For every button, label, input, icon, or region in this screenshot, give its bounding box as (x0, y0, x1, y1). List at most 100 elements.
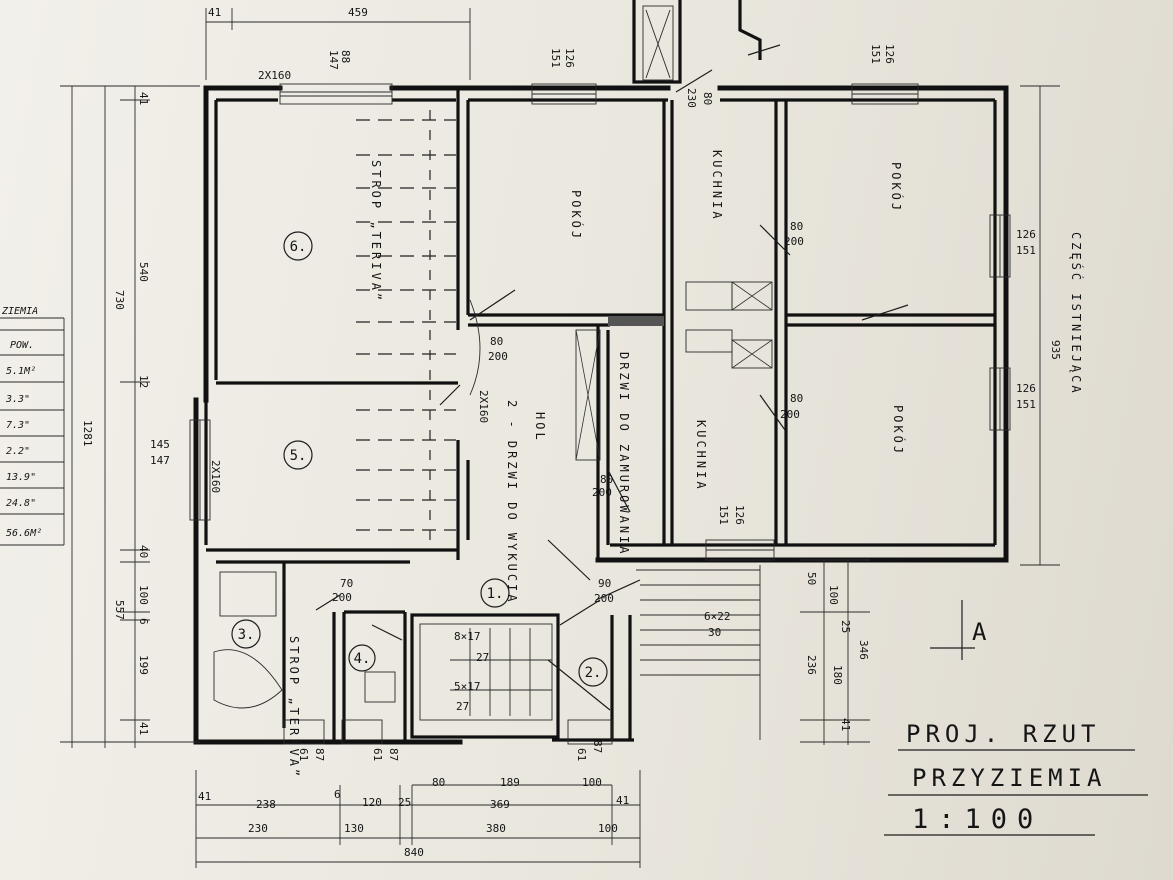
doors (315, 44, 909, 641)
dim-top-459: 459 (348, 6, 368, 19)
dim-door-90: 90 (598, 577, 611, 590)
slab-label-room-3: STROP „TERIVA” (287, 636, 301, 779)
room-label-hol: HOL (533, 412, 547, 443)
dim-stair-5x17: 5×17 (454, 680, 481, 693)
dim-left-40: 40 (137, 545, 150, 558)
dim-stair-30: 30 (708, 626, 721, 639)
dim-bottom-100b: 100 (598, 822, 618, 835)
dim-left-41b: 41 (137, 722, 150, 735)
room-labels: 6. 5. 1. 2. 3. 4. POKÓJ POKÓJ POKÓJ KUCH… (238, 150, 1084, 779)
dim-stair-27b: 27 (456, 700, 469, 713)
stairs (450, 565, 761, 740)
dim-bottom-41b: 41 (616, 794, 629, 807)
fixtures (213, 571, 396, 709)
legend-row-2: 7.3" (6, 420, 30, 431)
dim-sill-87c: 87 (591, 740, 604, 753)
dimension-texts: 41 459 147 88 2X160 151 126 230 80 151 1… (81, 6, 1062, 859)
dim-top-126b: 126 (883, 44, 896, 64)
dim-right-126b: 126 (1016, 382, 1036, 395)
windows (189, 83, 1011, 745)
dimension-lines (60, 8, 1060, 868)
dim-bottom-189: 189 (500, 776, 520, 789)
dim-stair-27a: 27 (476, 651, 489, 664)
dim-top-147: 147 (327, 50, 340, 70)
dim-r-25: 25 (839, 620, 852, 633)
note-door-bricked: DRZWI DO ZAMUROWANIA (617, 352, 631, 557)
dim-bottom-25: 25 (398, 796, 411, 809)
dim-sill-87a: 87 (313, 748, 326, 761)
dim-door-70: 70 (340, 577, 353, 590)
dim-top-230: 230 (685, 88, 698, 108)
legend-row-4: 13.9" (6, 472, 36, 483)
dim-sill-61a: 61 (297, 748, 310, 761)
dim-bottom-238: 238 (256, 798, 276, 811)
legend-row-5: 24.8" (6, 498, 36, 509)
slab-label-room-6: STROP „TERIVA” (369, 160, 383, 303)
slab-lines (356, 110, 456, 540)
room-label-kuchnia-2: KUCHNIA (694, 420, 708, 492)
dim-top-41: 41 (208, 6, 221, 19)
dim-bottom-6: 6 (334, 788, 341, 801)
dim-bottom-100a: 100 (582, 776, 602, 789)
legend-table (0, 317, 65, 546)
dim-r-50: 50 (805, 572, 818, 585)
dim-left-41a: 41 (137, 92, 150, 105)
walls (193, 0, 1009, 745)
room-label-pokoj-2: POKÓJ (889, 162, 904, 213)
room-label-kuchnia-1: KUCHNIA (710, 150, 724, 222)
dim-bottom-130: 130 (344, 822, 364, 835)
dim-door-80b: 80 (790, 220, 803, 233)
room-label-pokoj-1: POKÓJ (569, 190, 584, 241)
dim-top-151a: 151 (549, 48, 562, 68)
title-line2: PRZYZIEMIA (912, 764, 1107, 792)
dim-top-88: 88 (339, 50, 352, 63)
dim-left-1281: 1281 (81, 420, 94, 447)
existing-part-label: CZĘŚĆ ISTNIEJĄCA (1069, 232, 1084, 396)
room-markers (231, 231, 608, 687)
dim-left-6: 6 (137, 618, 150, 625)
dim-r-236: 236 (805, 655, 818, 675)
dim-top-151b: 151 (869, 44, 882, 64)
dim-right-126a: 126 (1016, 228, 1036, 241)
dim-left-100: 100 (137, 585, 150, 605)
room-6-number: 6. (290, 239, 307, 255)
dim-left-557: 557 (113, 600, 126, 620)
room-4-number: 4. (354, 651, 371, 667)
legend-texts: ZIEMIA POW. 5.1M² 3.3" 7.3" 2.2" 13.9" 2… (1, 306, 42, 539)
dim-window-151c: 151 (717, 505, 730, 525)
section-marker: A (972, 618, 991, 646)
dim-r-346: 346 (857, 640, 870, 660)
dim-left-540: 540 (137, 262, 150, 282)
dim-r-180: 180 (831, 665, 844, 685)
dim-bottom-380: 380 (486, 822, 506, 835)
dim-sill-61b: 61 (371, 748, 384, 761)
room-2-number: 2. (585, 665, 602, 681)
dim-door-200c: 200 (780, 408, 800, 421)
dim-left-730: 730 (113, 290, 126, 310)
dim-door-200b: 200 (784, 235, 804, 248)
room-5-number: 5. (290, 448, 307, 464)
dim-bottom-41a: 41 (198, 790, 211, 803)
dim-door-80: 80 (490, 335, 503, 348)
dim-door-200d: 200 (592, 486, 612, 499)
note-door-cut: 2 - DRZWI DO WYKUCIA (505, 400, 519, 605)
dim-door-80d: 80 (600, 473, 613, 486)
title-texts: PROJ. RZUT PRZYZIEMIA 1:100 A (906, 618, 1107, 835)
dim-r-100: 100 (827, 585, 840, 605)
dim-sill-61c: 61 (575, 748, 588, 761)
dim-window-147: 147 (150, 454, 170, 467)
legend-row-6: 56.6M² (6, 528, 42, 539)
dim-bottom-369: 369 (490, 798, 510, 811)
title-scale: 1:100 (912, 804, 1043, 835)
title-block (884, 749, 1148, 836)
dim-right-935: 935 (1049, 340, 1062, 360)
room-label-pokoj-3: POKÓJ (891, 405, 906, 456)
dim-top-80: 80 (701, 92, 714, 105)
dim-sill-87b: 87 (387, 748, 400, 761)
dim-stair-6x22: 6×22 (704, 610, 731, 623)
dim-left-12: 12 (137, 375, 150, 388)
dim-door-200e: 200 (332, 591, 352, 604)
dim-bottom-840: 840 (404, 846, 424, 859)
